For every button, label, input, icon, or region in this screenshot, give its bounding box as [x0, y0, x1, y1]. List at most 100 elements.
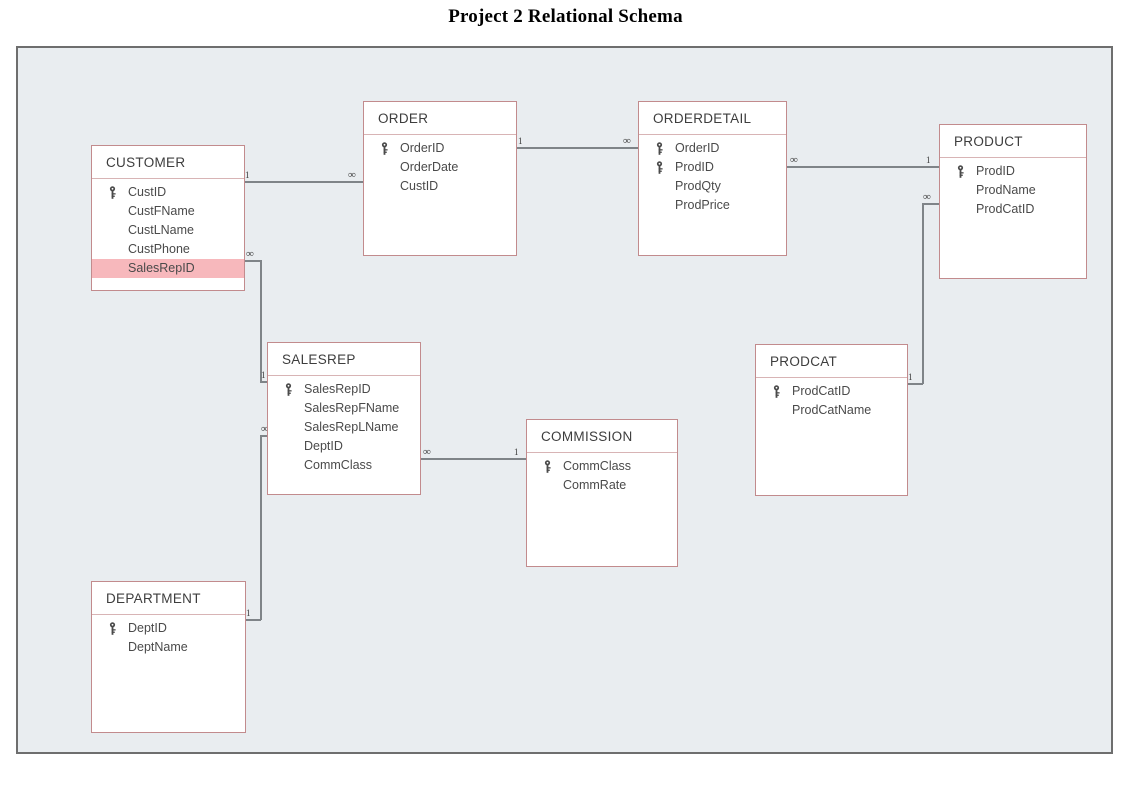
attribute-row[interactable]: ProdCatID [756, 382, 907, 401]
attribute-label: OrderID [675, 141, 720, 155]
attribute-row[interactable]: DeptID [268, 437, 420, 456]
connector-product-prodcat-stub-bottom [906, 383, 923, 385]
connector-salesrep-department-vertical [260, 435, 262, 620]
attribute-row[interactable]: ProdID [639, 158, 786, 177]
entity-product[interactable]: PRODUCT ProdID ProdName ProdCatID [939, 124, 1087, 279]
primary-key-icon [544, 460, 551, 473]
attribute-label: SalesRepID [304, 382, 371, 396]
entity-prodcat[interactable]: PRODCAT ProdCatID ProdCatName [755, 344, 908, 496]
attribute-row[interactable]: CustID [92, 183, 244, 202]
attribute-row[interactable]: CustFName [92, 202, 244, 221]
connector-orderdetail-product [787, 166, 939, 168]
cardinality-orderdetail-product-one: 1 [926, 155, 931, 165]
attribute-label: ProdPrice [675, 198, 730, 212]
attribute-label: ProdQty [675, 179, 721, 193]
cardinality-customer-salesrep-one: 1 [261, 370, 266, 380]
connector-customer-salesrep-vertical [260, 260, 262, 382]
primary-key-icon [656, 161, 663, 174]
attribute-row[interactable]: CommClass [268, 456, 420, 475]
attribute-label: CustFName [128, 204, 195, 218]
attribute-label: ProdCatName [792, 403, 872, 417]
attribute-row[interactable]: DeptID [92, 619, 245, 638]
attribute-label: DeptName [128, 640, 188, 654]
attribute-label: DeptID [304, 439, 343, 453]
entity-department-title: DEPARTMENT [92, 582, 245, 615]
entity-commission[interactable]: COMMISSION CommClass CommRate [526, 419, 678, 567]
attribute-row[interactable]: ProdID [940, 162, 1086, 181]
entity-salesrep[interactable]: SALESREP SalesRepID SalesRepFName SalesR… [267, 342, 421, 495]
cardinality-order-orderdetail-many: ∞ [623, 135, 631, 147]
attribute-label: DeptID [128, 621, 167, 635]
primary-key-icon [957, 165, 964, 178]
attribute-row-highlighted[interactable]: SalesRepID [92, 259, 244, 278]
primary-key-icon [285, 383, 292, 396]
entity-order-title: ORDER [364, 102, 516, 135]
connector-salesrep-commission [421, 458, 526, 460]
cardinality-salesrep-commission-many: ∞ [423, 446, 431, 458]
attribute-row[interactable]: SalesRepID [268, 380, 420, 399]
cardinality-orderdetail-product-many: ∞ [790, 154, 798, 166]
attribute-row[interactable]: OrderID [639, 139, 786, 158]
entity-department[interactable]: DEPARTMENT DeptID DeptName [91, 581, 246, 733]
schema-canvas: 1 ∞ 1 ∞ ∞ 1 ∞ 1 ∞ 1 ∞ 1 ∞ 1 CUSTOMER [16, 46, 1113, 754]
attribute-row[interactable]: CommRate [527, 476, 677, 495]
entity-customer[interactable]: CUSTOMER CustID CustFName CustLName Cust… [91, 145, 245, 291]
cardinality-product-prodcat-one: 1 [908, 372, 913, 382]
connector-customer-order [244, 181, 363, 183]
cardinality-salesrep-department-many: ∞ [261, 423, 269, 435]
connector-salesrep-department-stub-bottom [244, 619, 261, 621]
entity-prodcat-title: PRODCAT [756, 345, 907, 378]
attribute-row[interactable]: CustLName [92, 221, 244, 240]
attribute-row[interactable]: CustID [364, 177, 516, 196]
attribute-row[interactable]: OrderDate [364, 158, 516, 177]
cardinality-customer-order-one: 1 [245, 170, 250, 180]
attribute-label: CustLName [128, 223, 194, 237]
attribute-label: SalesRepFName [304, 401, 400, 415]
entity-salesrep-attributes: SalesRepID SalesRepFName SalesRepLName D… [268, 376, 420, 475]
attribute-label: ProdID [675, 160, 714, 174]
connector-product-prodcat-vertical [922, 203, 924, 384]
connector-product-prodcat-stub-top [922, 203, 939, 205]
attribute-row[interactable]: SalesRepFName [268, 399, 420, 418]
entity-order-attributes: OrderID OrderDate CustID [364, 135, 516, 196]
cardinality-order-orderdetail-one: 1 [518, 136, 523, 146]
attribute-row[interactable]: CustPhone [92, 240, 244, 259]
attribute-label: ProdCatID [976, 202, 1035, 216]
entity-salesrep-title: SALESREP [268, 343, 420, 376]
entity-order[interactable]: ORDER OrderID OrderDate CustID [363, 101, 517, 256]
attribute-row[interactable]: DeptName [92, 638, 245, 657]
entity-product-title: PRODUCT [940, 125, 1086, 158]
attribute-label: SalesRepID [128, 261, 195, 275]
primary-key-icon [109, 186, 116, 199]
attribute-label: OrderID [400, 141, 445, 155]
primary-key-icon [773, 385, 780, 398]
entity-prodcat-attributes: ProdCatID ProdCatName [756, 378, 907, 420]
attribute-label: ProdName [976, 183, 1036, 197]
attribute-label: ProdCatID [792, 384, 851, 398]
cardinality-salesrep-commission-one: 1 [514, 447, 519, 457]
entity-department-attributes: DeptID DeptName [92, 615, 245, 657]
entity-orderdetail-title: ORDERDETAIL [639, 102, 786, 135]
entity-product-attributes: ProdID ProdName ProdCatID [940, 158, 1086, 219]
page-title: Project 2 Relational Schema [448, 6, 683, 27]
cardinality-salesrep-department-one: 1 [246, 608, 251, 618]
primary-key-icon [109, 622, 116, 635]
attribute-row[interactable]: ProdCatID [940, 200, 1086, 219]
attribute-label: OrderDate [400, 160, 459, 174]
attribute-label: CustID [400, 179, 439, 193]
entity-commission-title: COMMISSION [527, 420, 677, 453]
attribute-row[interactable]: OrderID [364, 139, 516, 158]
attribute-label: CommClass [304, 458, 373, 472]
attribute-label: SalesRepLName [304, 420, 399, 434]
attribute-row[interactable]: ProdCatName [756, 401, 907, 420]
attribute-row[interactable]: CommClass [527, 457, 677, 476]
attribute-row[interactable]: ProdName [940, 181, 1086, 200]
attribute-row[interactable]: ProdQty [639, 177, 786, 196]
cardinality-customer-order-many: ∞ [348, 169, 356, 181]
attribute-label: ProdID [976, 164, 1015, 178]
cardinality-customer-salesrep-many: ∞ [246, 248, 254, 260]
entity-customer-attributes: CustID CustFName CustLName CustPhone Sal… [92, 179, 244, 278]
attribute-row[interactable]: SalesRepLName [268, 418, 420, 437]
entity-orderdetail[interactable]: ORDERDETAIL OrderID [638, 101, 787, 256]
attribute-row[interactable]: ProdPrice [639, 196, 786, 215]
